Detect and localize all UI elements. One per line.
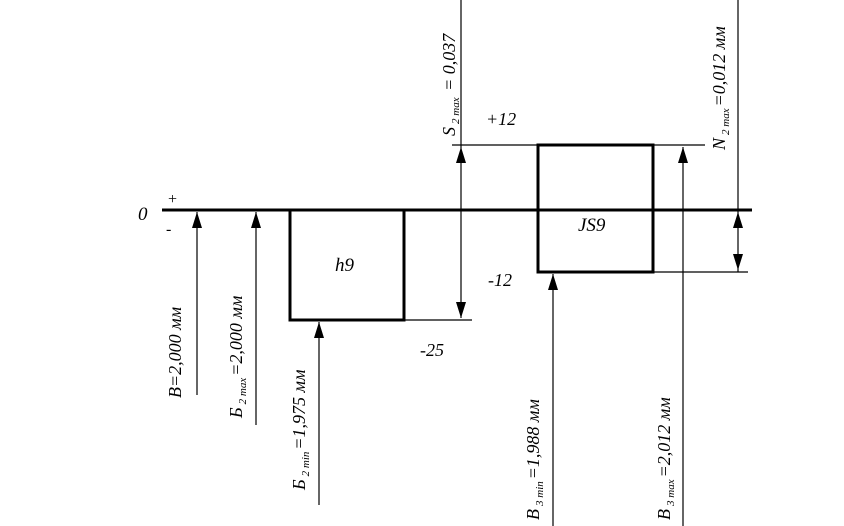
hole-zone-label: JS9 <box>578 215 606 236</box>
s2max-arrow-top <box>456 147 466 163</box>
plus-sign: + <box>168 191 177 208</box>
shaft-lower-deviation-label: -25 <box>420 340 444 360</box>
shaft-tolerance-zone <box>288 208 406 322</box>
b2min-arrow <box>314 322 324 338</box>
minus-sign: - <box>166 221 171 238</box>
s2max-arrow-bottom <box>456 302 466 318</box>
b3max-arrow <box>678 147 688 163</box>
b3max-dimension-label: В3 max=2,012 мм <box>654 397 677 520</box>
b2max-dimension-label: Б2 max=2,000 мм <box>226 295 249 419</box>
hole-lower-deviation-label: -12 <box>488 270 512 290</box>
n2max-arrow-top <box>733 212 743 228</box>
b2min-dimension-label: Б2 min=1,975 мм <box>289 369 312 491</box>
n2max-arrow-bottom <box>733 254 743 270</box>
n2max-dimension-label: N2 max=0,012 мм <box>709 26 732 151</box>
zero-label: 0 <box>138 204 148 225</box>
b2max-arrow <box>251 212 261 228</box>
hole-tolerance-zone <box>536 143 655 274</box>
nominal-arrow <box>192 212 202 228</box>
s2max-dimension-label: S2 max = 0,037 <box>439 33 462 136</box>
b3min-arrow <box>548 274 558 290</box>
hole-upper-deviation-label: +12 <box>486 109 516 129</box>
b3min-dimension-label: В3 min=1,988 мм <box>523 399 546 520</box>
nominal-dimension-label: В=2,000 мм <box>165 306 185 398</box>
shaft-zone-label: h9 <box>335 255 355 276</box>
